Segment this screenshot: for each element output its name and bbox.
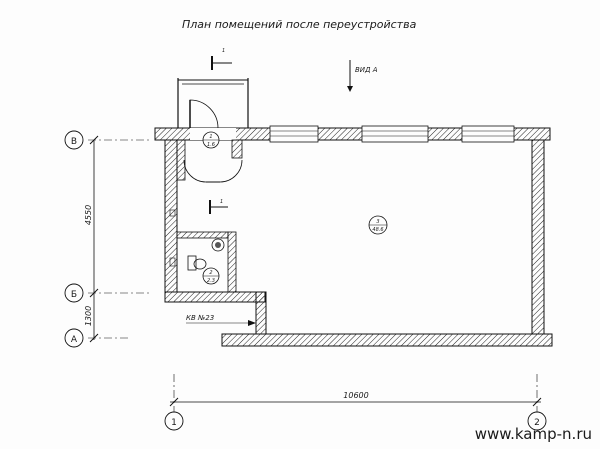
room-label-1: 1 1.6: [202, 131, 220, 149]
axis-2-label: 2: [534, 418, 540, 428]
vertical-dimension-chain: 4550 1300: [84, 135, 150, 343]
horizontal-dimension-chain: 10600: [169, 374, 542, 412]
bathroom-bottom-wall: [164, 291, 267, 335]
watermark: www.kamp-n.ru: [474, 425, 592, 443]
view-a-label: ВИД А: [355, 66, 378, 74]
apartment-label-group: КВ №23: [186, 314, 256, 326]
plan-title: План помещений после переустройства: [182, 18, 417, 31]
axis-b-label: Б: [71, 290, 77, 300]
axis-marker-b: Б: [64, 283, 84, 303]
axis-marker-a: А: [64, 328, 84, 348]
dimension-10600: 10600: [343, 391, 368, 400]
section-mark-inner: 1: [209, 199, 228, 214]
apartment-label: КВ №23: [186, 314, 214, 322]
room-2-area: 2.3: [207, 278, 215, 284]
room-2-number: 2: [209, 270, 212, 276]
section-mark-inner-label: 1: [220, 199, 223, 205]
top-wall: [154, 125, 551, 143]
bottom-wall: [221, 333, 553, 347]
entrance-vestibule: [177, 78, 249, 129]
axis-marker-1: 1: [164, 411, 184, 431]
axis-a-label: А: [71, 335, 78, 345]
axis-v-label: В: [71, 137, 77, 147]
interior-partitions: [176, 139, 243, 293]
room-label-2: 2 2.3: [202, 267, 220, 285]
section-mark-top-label: 1: [222, 48, 225, 54]
room-label-3: 3 48.6: [368, 215, 388, 235]
view-a-mark: ВИД А: [347, 60, 378, 92]
dimension-1300: 1300: [84, 306, 93, 326]
axis-marker-2: 2: [527, 411, 547, 431]
right-wall: [531, 139, 545, 335]
bathroom-fixtures: [169, 209, 225, 271]
room-3-number: 3: [376, 219, 379, 225]
room-1-number: 1: [209, 134, 212, 140]
section-mark-top: 1: [211, 48, 232, 70]
axis-1-label: 1: [171, 418, 177, 428]
room-3-area: 48.6: [372, 227, 383, 233]
axis-marker-v: В: [64, 130, 84, 150]
room-1-area: 1.6: [207, 142, 215, 148]
dimension-4550: 4550: [84, 205, 93, 225]
